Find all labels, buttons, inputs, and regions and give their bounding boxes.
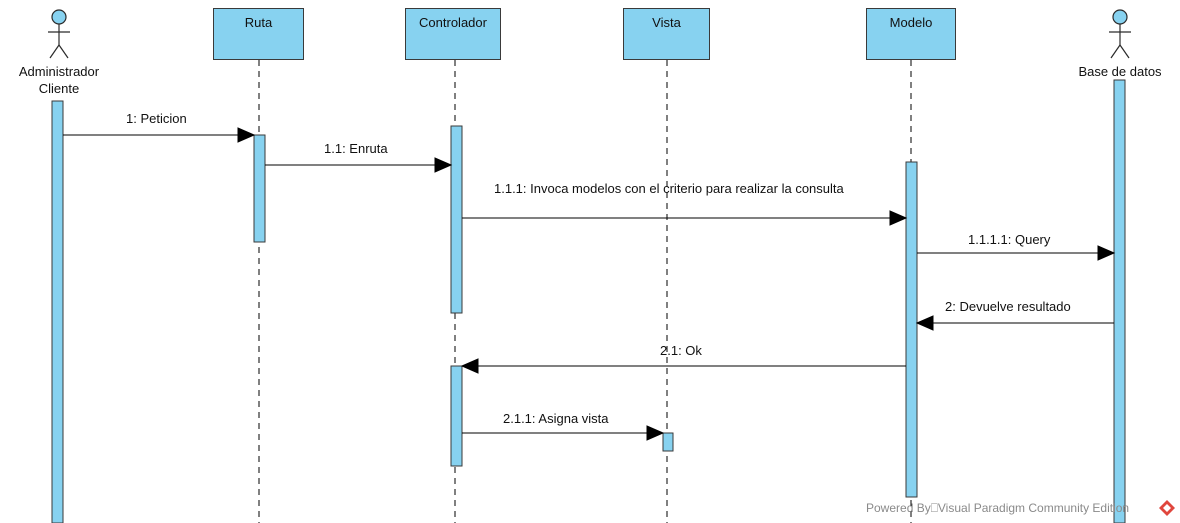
activation-vista: [662, 432, 674, 452]
message-label-2: 2: Devuelve resultado: [945, 299, 1071, 314]
actor-admin-label: Administrador Cliente: [4, 63, 114, 97]
arrowhead-filled-icon: [434, 157, 453, 173]
activation-db: [1113, 79, 1126, 523]
lifeline-modelo-label: Modelo: [889, 15, 933, 30]
stick-figure-icon: [48, 9, 70, 59]
lifeline-modelo-box: Modelo: [866, 8, 956, 60]
message-label-1-1: 1.1: Enruta: [324, 141, 388, 156]
lifeline-dashes: [258, 60, 912, 523]
messages: [63, 127, 1116, 441]
lifeline-controlador-box: Controlador: [405, 8, 501, 60]
arrowhead-filled-icon: [460, 358, 479, 374]
arrowhead-filled-icon: [889, 210, 908, 226]
message-label-1-1-1: 1.1.1: Invoca modelos con el criterio pa…: [494, 181, 844, 196]
activation-admin: [51, 100, 64, 523]
arrowhead-filled-icon: [646, 425, 665, 441]
activation-controlador-2: [450, 365, 463, 467]
activation-bars: [51, 79, 1126, 523]
arrowhead-filled-icon: [915, 315, 934, 331]
message-label-1-1-1-1: 1.1.1.1: Query: [968, 232, 1051, 247]
lifeline-ruta-box: Ruta: [213, 8, 304, 60]
stick-figure-icon: [1109, 9, 1131, 59]
actor-db-label-text: Base de datos: [1078, 64, 1162, 79]
lifeline-vista-box: Vista: [623, 8, 710, 60]
actor-admin-label-line2: Cliente: [38, 81, 80, 96]
activation-modelo: [905, 161, 918, 498]
activation-ruta: [253, 134, 266, 243]
message-label-1: 1: Peticion: [126, 111, 187, 126]
visual-paradigm-logo-icon: [1159, 500, 1175, 516]
message-label-2-1-1: 2.1.1: Asigna vista: [503, 411, 609, 426]
watermark-text: Powered By⎕Visual Paradigm Community Edi…: [866, 501, 1130, 515]
activation-controlador-1: [450, 125, 463, 314]
actor-db-label: Base de datos: [1064, 63, 1176, 80]
actor-admin-label-line1: Administrador: [18, 64, 100, 79]
lifeline-vista-label: Vista: [652, 15, 681, 30]
lifeline-controlador-label: Controlador: [419, 15, 487, 30]
arrowhead-filled-icon: [237, 127, 256, 143]
arrowhead-filled-icon: [1097, 245, 1116, 261]
message-label-2-1: 2.1: Ok: [660, 343, 702, 358]
lifeline-ruta-label: Ruta: [244, 15, 273, 30]
